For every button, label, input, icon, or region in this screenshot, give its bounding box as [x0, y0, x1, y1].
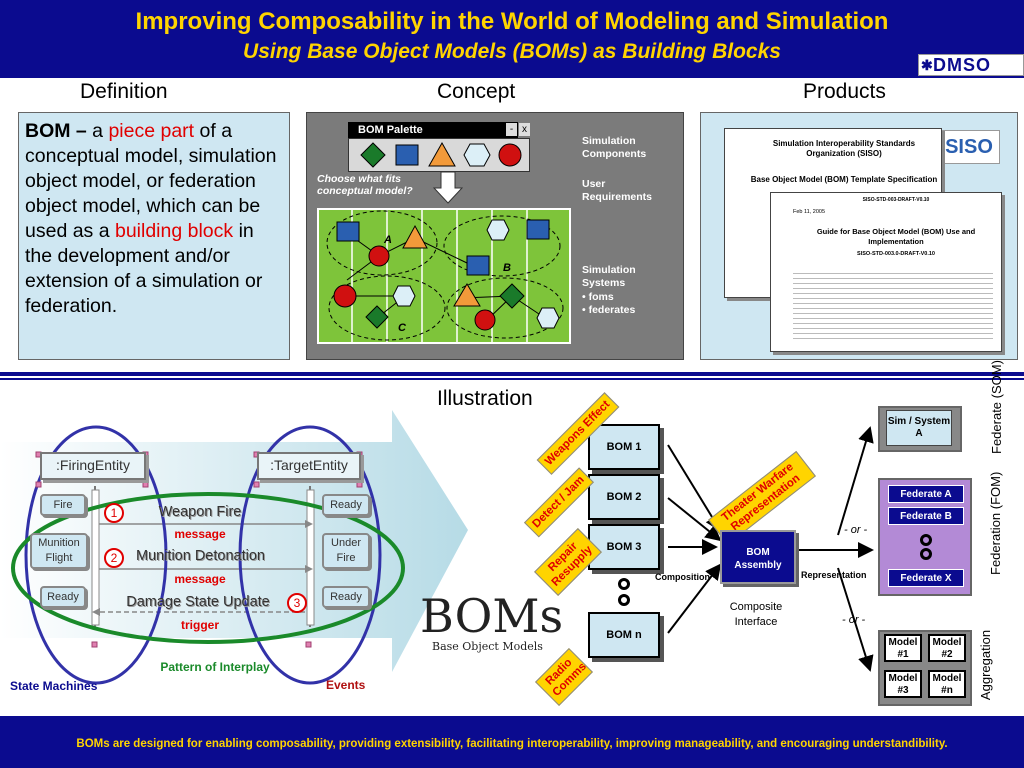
- step-number-1: 1: [104, 503, 124, 523]
- doc1-title: Simulation Interoperability Standards Or…: [772, 139, 916, 158]
- choose-prompt: Choose what fits conceptual model?: [317, 173, 413, 197]
- conceptual-model-diagram: [326, 208, 564, 344]
- page-title: Improving Composability in the World of …: [135, 8, 889, 35]
- federation-dot-2: [920, 548, 932, 560]
- siso-logo: SISO: [938, 130, 1000, 164]
- aggregation-label: Aggregation: [978, 629, 993, 701]
- sim-system-a[interactable]: Sim / System A: [886, 410, 952, 446]
- close-button[interactable]: x: [519, 123, 530, 136]
- section-divider-bottom: [0, 378, 1024, 380]
- model-n[interactable]: Model #n: [928, 670, 966, 698]
- header-bar: [0, 0, 1024, 78]
- simulation-systems-label: Simulation Systems: [582, 264, 636, 289]
- or-label-1: - or -: [844, 524, 868, 536]
- bom-palette-titlebar: BOM Palette: [348, 122, 518, 138]
- cluster-label-a: A: [384, 234, 392, 246]
- ellipsis-dot-1: [618, 578, 630, 590]
- palette-hexagon[interactable]: [463, 143, 491, 167]
- doc2-body-lines: [793, 269, 993, 339]
- msg-type-1: message: [174, 527, 226, 541]
- palette-square[interactable]: [395, 144, 419, 166]
- composite-interface-label: Composite Interface: [729, 601, 783, 628]
- msg-damage-state-update: Damage State Update: [126, 594, 270, 610]
- events-label: Events: [326, 678, 366, 692]
- concept-heading: Concept: [437, 80, 516, 103]
- palette-shapes: [360, 141, 522, 168]
- minimize-button[interactable]: -: [506, 123, 517, 136]
- state-ready-right-top: Ready: [322, 494, 370, 516]
- msg-munition-detonation: Munition Detonation: [136, 548, 265, 564]
- state-machines-label: State Machines: [10, 679, 98, 693]
- simulation-components-label: Simulation Components: [582, 135, 647, 160]
- step-number-3: 3: [287, 593, 307, 613]
- model-1[interactable]: Model #1: [884, 634, 922, 662]
- state-ready-right-bottom: Ready: [322, 586, 370, 608]
- highlight-building-block: building block: [114, 220, 234, 242]
- state-fire: Fire: [40, 494, 86, 516]
- cluster-label-b: B: [503, 262, 511, 274]
- state-under-fire: Under Fire: [322, 533, 370, 569]
- definition-heading: Definition: [80, 80, 168, 103]
- boms-logo-subtext: Base Object Models: [432, 640, 543, 653]
- bom-2[interactable]: BOM 2: [588, 474, 660, 520]
- composition-label: Composition: [655, 572, 710, 582]
- model-2[interactable]: Model #2: [928, 634, 966, 662]
- boms-logo-text: BOMs: [420, 589, 564, 643]
- bom-assembly[interactable]: BOM Assembly: [720, 530, 796, 584]
- federate-b[interactable]: Federate B: [888, 507, 964, 525]
- definition-box: BOM – a piece part of a conceptual model…: [18, 112, 290, 360]
- section-divider-top: [0, 372, 1024, 376]
- bom-n[interactable]: BOM n: [588, 612, 660, 658]
- bom-1[interactable]: BOM 1: [588, 424, 660, 470]
- federation-dot-1: [920, 534, 932, 546]
- footer-bar: [0, 716, 1024, 768]
- highlight-piece-part: piece part: [108, 120, 195, 142]
- star-icon: ✱: [921, 57, 934, 73]
- bom-3[interactable]: BOM 3: [588, 524, 660, 570]
- step-number-2: 2: [104, 548, 124, 568]
- firing-entity: :FiringEntity: [40, 452, 146, 480]
- doc2-date: Feb 11, 2005: [793, 209, 826, 215]
- federate-som-label: Federate (SOM): [989, 360, 1004, 454]
- state-munition-flight: Munition Flight: [30, 533, 88, 569]
- model-3[interactable]: Model #3: [884, 670, 922, 698]
- state-machine-oval-right: [238, 425, 382, 685]
- ellipsis-dot-2: [618, 594, 630, 606]
- illustration-heading: Illustration: [437, 387, 533, 410]
- msg-weapon-fire: Weapon Fire: [158, 504, 242, 520]
- or-label-2: - or -: [842, 614, 866, 626]
- product-doc-guide[interactable]: SISO-STD-003-DRAFT-V0.10 Feb 11, 2005 Gu…: [770, 192, 1002, 352]
- federate-a[interactable]: Federate A: [888, 485, 964, 503]
- state-ready-left: Ready: [40, 586, 86, 608]
- representation-label: Representation: [801, 570, 867, 580]
- cluster-label-c: C: [398, 322, 406, 334]
- palette-diamond[interactable]: [360, 142, 386, 168]
- definition-term: BOM –: [25, 120, 87, 142]
- down-arrow-icon: [433, 172, 463, 204]
- bullet-federates: • federates: [582, 304, 636, 316]
- doc2-header: SISO-STD-003-DRAFT-V0.10: [862, 197, 930, 203]
- msg-type-2: message: [174, 572, 226, 586]
- user-requirements-label: User Requirements: [582, 178, 653, 203]
- pattern-of-interplay-label: Pattern of Interplay: [160, 660, 270, 674]
- dmso-logo: ✱DMSO: [918, 54, 1024, 76]
- page-subtitle: Using Base Object Models (BOMs) as Build…: [243, 40, 781, 63]
- interplay-diagram: [11, 425, 405, 685]
- msg-type-3: trigger: [180, 618, 219, 632]
- doc2-id: SISO-STD-003.0-DRAFT-V0.10: [857, 251, 935, 257]
- palette-circle[interactable]: [498, 143, 522, 167]
- doc2-title: Guide for Base Object Model (BOM) Use an…: [816, 227, 976, 246]
- state-machine-oval-left: [24, 425, 168, 685]
- doc1-subtitle: Base Object Model (BOM) Template Specifi…: [750, 175, 938, 184]
- federation-fom-label: Federation (FOM): [988, 471, 1003, 575]
- target-entity: :TargetEntity: [257, 452, 361, 480]
- products-heading: Products: [803, 80, 886, 103]
- footer-text: BOMs are designed for enabling composabi…: [76, 738, 948, 750]
- bullet-foms: • foms: [582, 291, 614, 303]
- federate-x[interactable]: Federate X: [888, 569, 964, 587]
- palette-triangle[interactable]: [428, 141, 456, 167]
- pattern-oval: [11, 492, 405, 644]
